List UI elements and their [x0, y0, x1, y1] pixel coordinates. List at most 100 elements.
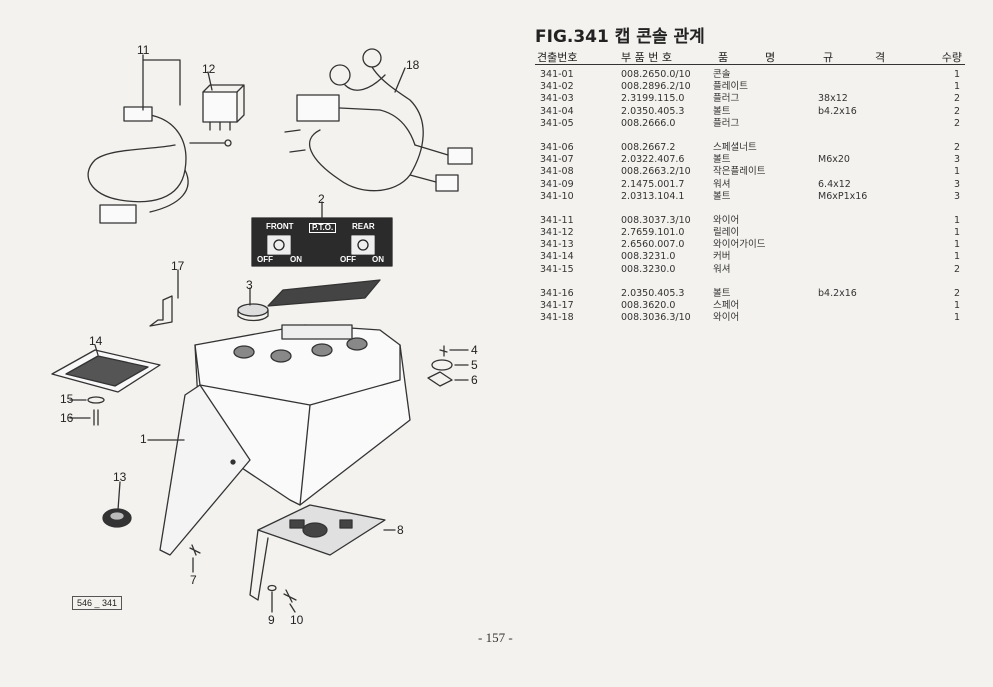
- part-name: 워셔: [713, 263, 731, 275]
- part-name: 릴레이: [713, 227, 740, 239]
- callout-13: 13: [113, 470, 127, 484]
- part-index: 341-11: [540, 214, 574, 226]
- wire-harness-18: [308, 66, 424, 192]
- bolt-7: [189, 544, 201, 556]
- plug-3: [237, 303, 269, 317]
- part-qty: 3: [953, 178, 960, 190]
- part-number: 008.3036.3/10: [621, 312, 691, 324]
- callout-4: 4: [471, 343, 478, 357]
- part-number: 008.3037.3/10: [621, 214, 691, 226]
- part-spec: M6x20: [818, 154, 850, 166]
- part-name: 와이어: [713, 312, 740, 324]
- connector-11b: [99, 204, 137, 224]
- callout-7: 7: [190, 573, 197, 587]
- part-qty: 1: [953, 227, 960, 239]
- part-number: 2.0350.405.3: [621, 105, 685, 117]
- callout-8: 8: [397, 523, 404, 537]
- part-index: 341-01: [540, 69, 574, 80]
- part-qty: 1: [953, 251, 960, 263]
- pto-front-label: FRONT: [266, 222, 294, 231]
- part-qty: 1: [953, 300, 960, 311]
- header-qty: 수량: [941, 51, 962, 64]
- part-index: 341-04: [540, 105, 574, 117]
- callout-18: 18: [406, 58, 420, 72]
- part-index: 341-02: [540, 81, 574, 93]
- lamp-socket-18a: [329, 64, 351, 86]
- header-name-a: 품: [718, 51, 729, 64]
- table-row: 341-02 008.2896.2/10 플레이트 1: [535, 81, 965, 93]
- part-number: 2.1475.001.7: [621, 178, 685, 190]
- part-qty: 1: [953, 239, 960, 251]
- part-index: 341-06: [540, 141, 574, 153]
- part-number: 2.0313.104.1: [621, 190, 685, 202]
- bolt-10: [283, 589, 297, 603]
- part-name: 스페어: [713, 300, 740, 311]
- pto-off-right-label: OFF: [340, 255, 356, 264]
- part-number: 2.0350.405.3: [621, 287, 685, 299]
- washer-9: [267, 584, 277, 592]
- diagram-drawing: [51, 48, 473, 613]
- part-number: 008.2663.2/10: [621, 166, 691, 178]
- part-index: 341-18: [540, 312, 574, 324]
- lamp-socket-18b: [362, 48, 382, 68]
- part-qty: 2: [953, 105, 960, 117]
- callout-3: 3: [246, 278, 253, 292]
- bracket-17: [149, 295, 173, 327]
- callout-1: 1: [140, 432, 147, 446]
- part-qty: 2: [953, 287, 960, 299]
- connector-block-18: [296, 94, 340, 122]
- part-number: 2.7659.101.0: [621, 227, 685, 239]
- part-name: 커버: [713, 251, 731, 263]
- page-number: - 157 -: [478, 630, 513, 645]
- part-number: 008.3231.0: [621, 251, 676, 263]
- part-spec: 38x12: [818, 93, 848, 105]
- callout-2: 2: [318, 192, 325, 206]
- callout-10: 10: [290, 613, 304, 627]
- part-number: 008.2896.2/10: [621, 81, 691, 93]
- part-name: 플러그: [713, 117, 740, 129]
- group-spacer: [535, 276, 965, 288]
- header-name-b: 명: [765, 51, 776, 64]
- part-qty: 1: [953, 166, 960, 178]
- callout-14: 14: [89, 334, 103, 348]
- callout-6: 6: [471, 373, 478, 387]
- washer-15: [87, 396, 105, 404]
- callout-17: 17: [171, 259, 185, 273]
- callout-5: 5: [471, 358, 478, 372]
- figure-title: FIG.341 캡 콘솔 관계: [535, 27, 705, 47]
- part-name: 작은플레이트: [713, 166, 766, 178]
- part-number: 2.0322.407.6: [621, 154, 685, 166]
- header-part-number: 부 품 번 호: [621, 51, 672, 64]
- group-spacer: [535, 130, 965, 142]
- part-name: 볼트: [713, 154, 731, 166]
- part-name: 플레이트: [713, 81, 748, 93]
- pto-on-left-label: ON: [290, 255, 302, 264]
- part-index: 341-16: [540, 287, 574, 299]
- part-index: 341-09: [540, 178, 574, 190]
- part-index: 341-10: [540, 190, 574, 202]
- bolt-16: [93, 409, 99, 426]
- part-name: 볼트: [713, 190, 731, 202]
- part-name: 콘솔: [713, 69, 731, 80]
- part-index: 341-05: [540, 117, 574, 129]
- callout-15: 15: [60, 392, 74, 406]
- part-qty: 1: [953, 214, 960, 226]
- parts-table: FIG.341 캡 콘솔 관계 견출번호 부 품 번 호 품 명 규 격 수량 …: [535, 26, 965, 324]
- part-number: 008.2667.2: [621, 141, 676, 153]
- part-qty: 1: [953, 81, 960, 93]
- part-name: 볼트: [713, 105, 731, 117]
- table-header: 견출번호 부 품 번 호 품 명 규 격 수량: [535, 48, 965, 65]
- group-spacer: [535, 203, 965, 215]
